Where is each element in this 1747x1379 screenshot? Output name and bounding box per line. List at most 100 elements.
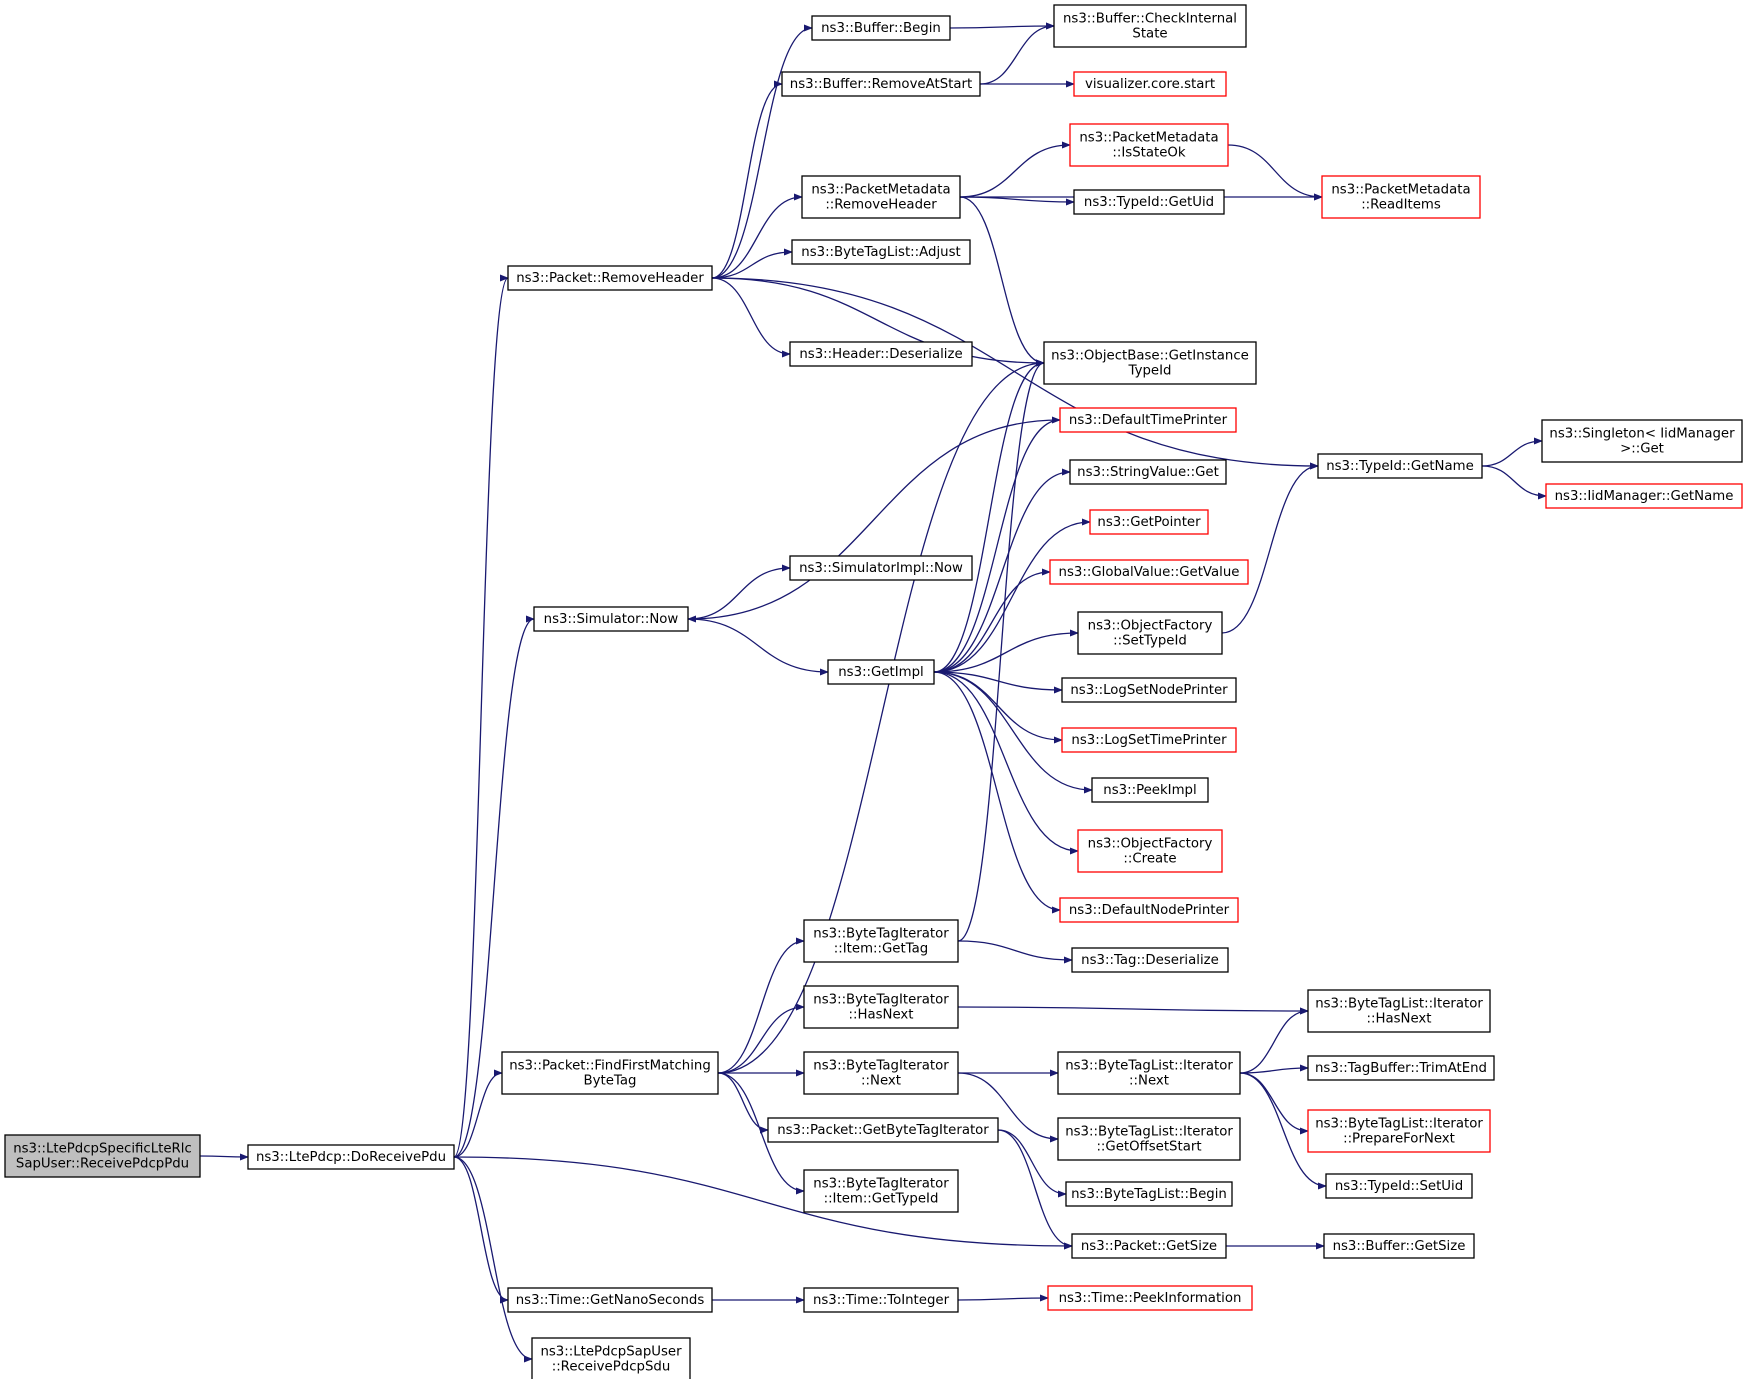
node-bufRemoveAtStart[interactable]: ns3::Buffer::RemoveAtStart bbox=[781, 71, 981, 97]
node-box[interactable] bbox=[1091, 777, 1209, 803]
node-timePeekInfo[interactable]: ns3::Time::PeekInformation bbox=[1047, 1285, 1253, 1311]
node-iidGetName[interactable]: ns3::IidManager::GetName bbox=[1545, 483, 1743, 509]
node-typeIdSetUid[interactable]: ns3::TypeId::SetUid bbox=[1325, 1173, 1473, 1199]
node-defNodePrinter[interactable]: ns3::DefaultNodePrinter bbox=[1059, 897, 1239, 923]
node-box[interactable] bbox=[789, 555, 973, 581]
node-btlBegin[interactable]: ns3::ByteTagList::Begin bbox=[1065, 1181, 1233, 1207]
node-logSetNode[interactable]: ns3::LogSetNodePrinter bbox=[1061, 677, 1237, 703]
node-btiGetTypeId[interactable]: ns3::ByteTagIterator::Item::GetTypeId bbox=[803, 1169, 959, 1213]
node-box[interactable] bbox=[1071, 947, 1229, 973]
node-singletonGet[interactable]: ns3::Singleton< IidManager >::Get bbox=[1541, 419, 1743, 463]
node-vizStart[interactable]: visualizer.core.start bbox=[1073, 71, 1227, 97]
node-btlAdjust[interactable]: ns3::ByteTagList::Adjust bbox=[791, 239, 971, 265]
node-box[interactable] bbox=[507, 1287, 713, 1313]
node-box[interactable] bbox=[791, 239, 971, 265]
node-box[interactable] bbox=[1077, 829, 1223, 873]
node-getImpl[interactable]: ns3::GetImpl bbox=[827, 659, 935, 685]
node-box[interactable] bbox=[1317, 453, 1483, 479]
node-btiHasNext[interactable]: ns3::ByteTagIterator::HasNext bbox=[803, 985, 959, 1029]
node-pmIsStateOk[interactable]: ns3::PacketMetadata::IsStateOk bbox=[1069, 123, 1229, 167]
node-box[interactable] bbox=[1059, 897, 1239, 923]
node-pmReadItems[interactable]: ns3::PacketMetadata::ReadItems bbox=[1321, 175, 1481, 219]
node-box[interactable] bbox=[4, 1134, 201, 1178]
node-box[interactable] bbox=[1049, 559, 1249, 585]
node-box[interactable] bbox=[803, 985, 959, 1029]
node-box[interactable] bbox=[1307, 989, 1491, 1033]
node-box[interactable] bbox=[247, 1144, 455, 1170]
node-doReceivePdu[interactable]: ns3::LtePdcp::DoReceivePdu bbox=[247, 1144, 455, 1170]
node-box[interactable] bbox=[1057, 1051, 1241, 1095]
node-box[interactable] bbox=[1545, 483, 1743, 509]
node-typeIdGetName[interactable]: ns3::TypeId::GetName bbox=[1317, 453, 1483, 479]
node-ofCreate[interactable]: ns3::ObjectFactory::Create bbox=[1077, 829, 1223, 873]
node-box[interactable] bbox=[1053, 4, 1247, 48]
node-box[interactable] bbox=[1307, 1109, 1491, 1153]
node-logSetTime[interactable]: ns3::LogSetTimePrinter bbox=[1061, 727, 1237, 753]
node-bufGetSize[interactable]: ns3::Buffer::GetSize bbox=[1323, 1233, 1475, 1259]
node-box[interactable] bbox=[1065, 1181, 1233, 1207]
node-btliPrepare[interactable]: ns3::ByteTagList::Iterator::PrepareForNe… bbox=[1307, 1109, 1491, 1153]
node-box[interactable] bbox=[803, 919, 959, 963]
node-box[interactable] bbox=[827, 659, 935, 685]
node-box[interactable] bbox=[1069, 123, 1229, 167]
node-pktGetSize[interactable]: ns3::Packet::GetSize bbox=[1071, 1233, 1227, 1259]
node-timeToInteger[interactable]: ns3::Time::ToInteger bbox=[803, 1287, 959, 1313]
node-box[interactable] bbox=[531, 1337, 691, 1379]
node-peekImpl[interactable]: ns3::PeekImpl bbox=[1091, 777, 1209, 803]
node-getPointer[interactable]: ns3::GetPointer bbox=[1089, 509, 1209, 535]
node-pmRemoveHeader[interactable]: ns3::PacketMetadata::RemoveHeader bbox=[801, 175, 961, 219]
node-getNano[interactable]: ns3::Time::GetNanoSeconds bbox=[507, 1287, 713, 1313]
node-box[interactable] bbox=[1089, 509, 1209, 535]
node-box[interactable] bbox=[767, 1117, 999, 1143]
node-stringValueGet[interactable]: ns3::StringValue::Get bbox=[1069, 459, 1227, 485]
node-btliHasNext[interactable]: ns3::ByteTagList::Iterator::HasNext bbox=[1307, 989, 1491, 1033]
node-box[interactable] bbox=[803, 1051, 959, 1095]
node-box[interactable] bbox=[789, 341, 973, 367]
node-box[interactable] bbox=[507, 265, 713, 291]
node-simImplNow[interactable]: ns3::SimulatorImpl::Now bbox=[789, 555, 973, 581]
node-btliNext[interactable]: ns3::ByteTagList::Iterator::Next bbox=[1057, 1051, 1241, 1095]
node-tagBufTrim[interactable]: ns3::TagBuffer::TrimAtEnd bbox=[1307, 1055, 1495, 1081]
node-typeIdGetUid[interactable]: ns3::TypeId::GetUid bbox=[1073, 189, 1225, 215]
node-pktRemoveHeader[interactable]: ns3::Packet::RemoveHeader bbox=[507, 265, 713, 291]
node-simNow[interactable]: ns3::Simulator::Now bbox=[533, 606, 689, 632]
node-box[interactable] bbox=[501, 1051, 719, 1095]
node-box[interactable] bbox=[803, 1287, 959, 1313]
node-box[interactable] bbox=[1541, 419, 1743, 463]
node-box[interactable] bbox=[1057, 1117, 1241, 1161]
node-btiGetTag[interactable]: ns3::ByteTagIterator::Item::GetTag bbox=[803, 919, 959, 963]
node-box[interactable] bbox=[1077, 611, 1223, 655]
node-receivePdcpSdu[interactable]: ns3::LtePdcpSapUser::ReceivePdcpSdu bbox=[531, 1337, 691, 1379]
node-ofSetTypeId[interactable]: ns3::ObjectFactory::SetTypeId bbox=[1077, 611, 1223, 655]
node-box[interactable] bbox=[1043, 341, 1257, 385]
node-box[interactable] bbox=[801, 175, 961, 219]
node-globalValueGet[interactable]: ns3::GlobalValue::GetValue bbox=[1049, 559, 1249, 585]
node-btliGetOffset[interactable]: ns3::ByteTagList::Iterator::GetOffsetSta… bbox=[1057, 1117, 1241, 1161]
node-box[interactable] bbox=[1071, 1233, 1227, 1259]
node-btiNext[interactable]: ns3::ByteTagIterator::Next bbox=[803, 1051, 959, 1095]
node-box[interactable] bbox=[1073, 189, 1225, 215]
node-box[interactable] bbox=[1323, 1233, 1475, 1259]
node-box[interactable] bbox=[781, 71, 981, 97]
node-box[interactable] bbox=[1321, 175, 1481, 219]
node-box[interactable] bbox=[1061, 677, 1237, 703]
node-box[interactable] bbox=[1047, 1285, 1253, 1311]
node-box[interactable] bbox=[811, 15, 951, 41]
node-box[interactable] bbox=[1073, 71, 1227, 97]
node-box[interactable] bbox=[1061, 727, 1237, 753]
node-box[interactable] bbox=[1307, 1055, 1495, 1081]
node-pktGetBTI[interactable]: ns3::Packet::GetByteTagIterator bbox=[767, 1117, 999, 1143]
node-tagDeserialize[interactable]: ns3::Tag::Deserialize bbox=[1071, 947, 1229, 973]
node-box[interactable] bbox=[1325, 1173, 1473, 1199]
node-root[interactable]: ns3::LtePdcpSpecificLteRlcSapUser::Recei… bbox=[4, 1134, 201, 1178]
node-box[interactable] bbox=[533, 606, 689, 632]
node-defTimePrinter[interactable]: ns3::DefaultTimePrinter bbox=[1059, 407, 1237, 433]
node-box[interactable] bbox=[1059, 407, 1237, 433]
node-box[interactable] bbox=[803, 1169, 959, 1213]
node-hdrDeserialize[interactable]: ns3::Header::Deserialize bbox=[789, 341, 973, 367]
node-box[interactable] bbox=[1069, 459, 1227, 485]
node-bufBegin[interactable]: ns3::Buffer::Begin bbox=[811, 15, 951, 41]
